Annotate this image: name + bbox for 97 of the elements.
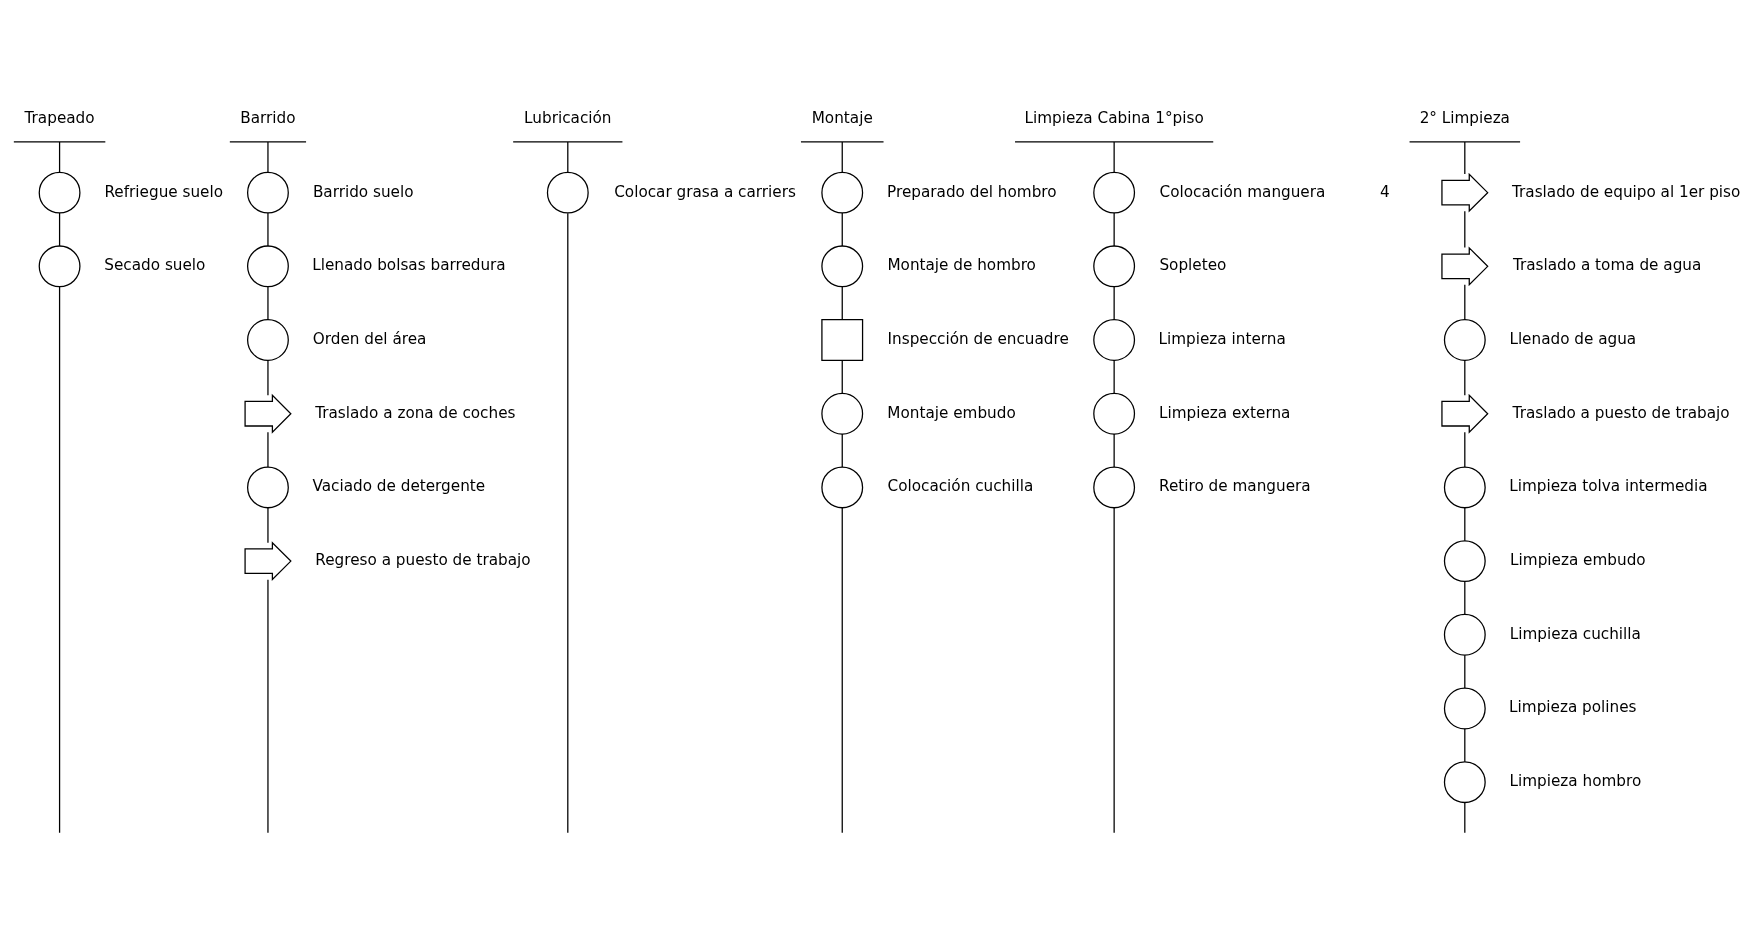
node-label: Preparado del hombro bbox=[887, 182, 1057, 201]
node-text: Lubricación bbox=[524, 108, 612, 127]
node-circle bbox=[38, 171, 81, 214]
connector bbox=[1113, 359, 1115, 394]
node-circle bbox=[1443, 319, 1486, 361]
node-label: Limpieza hombro bbox=[1509, 772, 1642, 791]
connector bbox=[841, 286, 843, 321]
node-arrow bbox=[1441, 246, 1489, 287]
node-circle bbox=[1093, 171, 1136, 214]
node-circle bbox=[1093, 392, 1136, 435]
connector bbox=[1464, 431, 1466, 468]
node-box bbox=[821, 319, 864, 361]
node-label: Regreso a puesto de trabajo bbox=[315, 551, 531, 570]
connector bbox=[58, 141, 61, 173]
node-circle bbox=[247, 466, 289, 509]
connector bbox=[841, 433, 843, 468]
connector bbox=[1464, 359, 1466, 396]
node-text: Barrido bbox=[240, 108, 296, 127]
connector bbox=[1464, 728, 1466, 763]
node-text: 2° Limpieza bbox=[1419, 108, 1510, 127]
node-label: Vaciado de detergente bbox=[312, 477, 486, 496]
node-label: Secado suelo bbox=[104, 256, 206, 275]
node-label: Refriegue suelo bbox=[104, 182, 224, 201]
node-label: Sopleteo bbox=[1159, 256, 1227, 275]
node-circle bbox=[1443, 613, 1486, 656]
connector bbox=[58, 286, 61, 834]
node-label: Orden del área bbox=[312, 329, 427, 348]
node-text: Limpieza Cabina 1°piso bbox=[1024, 108, 1204, 127]
node-label: Montaje de hombro bbox=[887, 256, 1036, 275]
connector bbox=[1113, 212, 1115, 247]
node-circle bbox=[1093, 245, 1136, 288]
node-label: Limpieza externa bbox=[1158, 403, 1291, 422]
node-circle bbox=[247, 171, 289, 214]
node-label: Llenado de agua bbox=[1509, 329, 1637, 348]
connector bbox=[841, 359, 843, 394]
connector bbox=[267, 431, 269, 468]
node-arrow bbox=[1441, 172, 1489, 213]
connector bbox=[267, 212, 269, 247]
node-label: Colocar grasa a carriers bbox=[614, 182, 796, 201]
node-label: Barrido suelo bbox=[312, 182, 414, 201]
node-circle bbox=[1443, 540, 1486, 583]
connector bbox=[1464, 507, 1466, 542]
node-circle bbox=[1443, 466, 1486, 509]
node-label: Traslado a toma de agua bbox=[1512, 256, 1702, 275]
connector bbox=[1113, 286, 1115, 321]
node-text: Trapeado bbox=[24, 108, 95, 127]
node-label: Llenado bolsas barredura bbox=[312, 256, 506, 275]
connector bbox=[841, 141, 843, 173]
connector bbox=[1464, 284, 1466, 321]
node-circle bbox=[1093, 319, 1136, 361]
node-circle bbox=[1443, 761, 1486, 804]
node-circle bbox=[821, 466, 864, 509]
node-circle bbox=[1093, 466, 1136, 509]
node-arrow bbox=[244, 541, 292, 582]
node-arrow bbox=[1441, 393, 1489, 434]
connector bbox=[1464, 210, 1466, 249]
connector bbox=[841, 212, 843, 247]
node-circle bbox=[821, 171, 864, 214]
node-circle bbox=[821, 245, 864, 288]
connector bbox=[1113, 141, 1115, 173]
node-circle bbox=[821, 392, 864, 435]
connector bbox=[1464, 580, 1466, 616]
node-label: Limpieza embudo bbox=[1510, 551, 1646, 570]
node-label: Limpieza interna bbox=[1158, 329, 1286, 348]
node-label: Traslado a zona de coches bbox=[315, 403, 516, 422]
label: 4 bbox=[1379, 182, 1390, 201]
node-label: Limpieza cuchilla bbox=[1509, 624, 1641, 643]
node-circle bbox=[546, 171, 589, 214]
node-label: Limpieza polines bbox=[1509, 698, 1637, 717]
connector bbox=[1464, 802, 1466, 834]
node-label: Inspección de encuadre bbox=[887, 329, 1069, 348]
node-label: Traslado de equipo al 1er piso bbox=[1511, 182, 1741, 201]
node-label: Montaje embudo bbox=[887, 403, 1016, 422]
connector bbox=[267, 359, 269, 396]
node-circle bbox=[247, 319, 289, 361]
connector bbox=[567, 212, 569, 834]
connector bbox=[58, 212, 61, 247]
connector bbox=[267, 286, 269, 321]
node-label: Limpieza tolva intermedia bbox=[1509, 477, 1708, 496]
node-label: Traslado a puesto de trabajo bbox=[1512, 403, 1730, 422]
connector bbox=[267, 507, 269, 544]
node-circle bbox=[247, 245, 289, 288]
connector bbox=[267, 579, 269, 834]
connector bbox=[1113, 507, 1115, 834]
node-circle bbox=[1443, 687, 1486, 730]
connector bbox=[841, 507, 843, 834]
node-label: Retiro de manguera bbox=[1159, 477, 1311, 496]
connector bbox=[567, 141, 569, 173]
node-label: Colocación manguera bbox=[1159, 182, 1326, 201]
connector bbox=[1464, 654, 1466, 689]
node-text: Montaje bbox=[811, 108, 873, 127]
connector bbox=[267, 141, 269, 173]
node-circle bbox=[38, 245, 81, 288]
connector bbox=[1464, 141, 1466, 175]
node-label: Colocación cuchilla bbox=[887, 477, 1034, 496]
connector bbox=[1113, 433, 1115, 468]
node-arrow bbox=[244, 393, 292, 434]
